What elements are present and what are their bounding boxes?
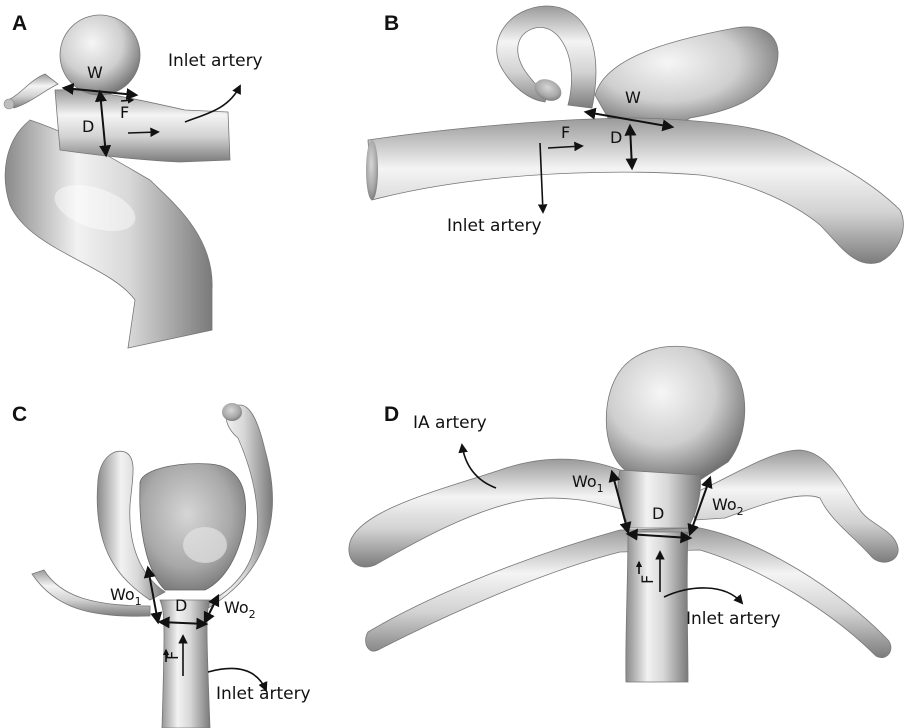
panel-d-ia-label: IA artery: [413, 413, 487, 433]
panel-d-letter: D: [384, 403, 399, 426]
panel-d-wo1-label: Wo1: [572, 472, 604, 495]
panel-c-aneurysm-sac: [139, 463, 246, 591]
panel-d-depth-label: D: [652, 504, 664, 523]
panel-b: B W D F Inlet artery: [366, 5, 904, 264]
panel-d-wo2-label: Wo2: [712, 495, 744, 518]
panel-a-flow-label: F: [120, 103, 129, 122]
panel-b-flow-label: F: [561, 123, 570, 142]
panel-c-wo1-label: Wo1: [110, 585, 142, 608]
panel-c-wo2-label: Wo2: [224, 598, 256, 621]
panel-d: D IA artery Wo1 D Wo2 F Inlet artery: [348, 345, 899, 683]
panel-b-aneurysm-sac: [594, 26, 779, 129]
panel-c-depth-label: D: [175, 596, 187, 615]
panel-b-width-label: W: [625, 88, 641, 107]
panel-a-depth-label: D: [82, 117, 94, 136]
panel-b-inlet-label: Inlet artery: [447, 216, 542, 236]
panel-a-letter: A: [12, 12, 27, 35]
panel-c-inlet-label: Inlet artery: [216, 684, 311, 704]
panel-d-inlet-label: Inlet artery: [686, 609, 781, 629]
panel-c: C Wo1 D Wo2 F Inlet artery: [12, 403, 311, 728]
panel-b-main-artery: [367, 117, 904, 264]
panel-a-curved-artery: [4, 119, 213, 349]
panel-b-letter: B: [384, 12, 399, 35]
panel-c-left-thick-branch: [96, 450, 166, 601]
panel-b-depth-label: D: [610, 128, 622, 147]
panel-d-aneurysm-sac: [605, 345, 746, 481]
panel-a-side-branch: [7, 73, 59, 109]
panel-d-inlet-artery: [625, 531, 689, 683]
panel-c-inlet-artery: [159, 599, 211, 728]
panel-b-hook-artery: [496, 5, 597, 109]
panel-d-flow-label: F: [638, 575, 657, 584]
panel-c-flow-label: F: [163, 651, 182, 660]
panel-d-right-branch: [689, 449, 899, 563]
panel-a-inlet-label: Inlet artery: [168, 51, 263, 71]
panel-d-left-branch: [348, 458, 626, 568]
panel-a: A W D F Inlet artery: [3, 12, 263, 349]
panel-d-lower-branch: [365, 527, 892, 658]
panel-c-letter: C: [12, 403, 27, 426]
panel-a-width-label: W: [87, 63, 103, 82]
panel-a-aneurysm-sac: [59, 14, 141, 96]
